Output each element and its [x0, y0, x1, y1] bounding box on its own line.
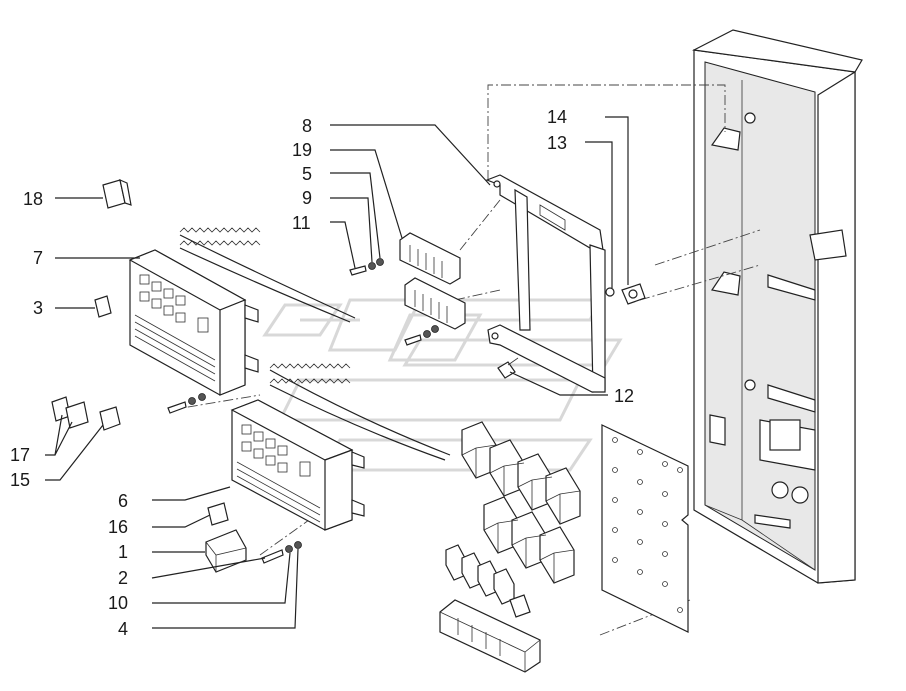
callout-2: 2 — [118, 568, 128, 588]
relay-group — [461, 421, 581, 584]
callout-1: 1 — [118, 542, 128, 562]
callout-18: 18 — [23, 189, 43, 209]
grommet-part — [605, 283, 646, 305]
callout-15: 15 — [10, 470, 30, 490]
control-box-lower — [230, 363, 451, 531]
fuse-holder-bar — [439, 599, 541, 673]
callout-16: 16 — [108, 517, 128, 537]
construction-lines — [169, 84, 761, 636]
cabinet-enclosure — [692, 29, 863, 584]
control-box-upper — [128, 227, 356, 396]
relay-17 — [51, 396, 89, 429]
component-1 — [205, 529, 247, 573]
callout-labels: 18 7 3 17 15 8 19 5 9 11 14 13 12 6 16 1… — [10, 107, 634, 639]
screw-washer-set-middle — [167, 393, 206, 414]
screw-washer-set-bottom — [261, 541, 302, 564]
callout-17: 17 — [10, 445, 30, 465]
fuse-3 — [94, 295, 112, 318]
callout-5: 5 — [302, 164, 312, 184]
callout-14: 14 — [547, 107, 567, 127]
callout-4: 4 — [118, 619, 128, 639]
callout-12: 12 — [614, 386, 634, 406]
relay-15 — [99, 406, 121, 431]
relay-mounting-plate — [601, 424, 689, 633]
fuse-block-upper — [399, 232, 461, 285]
callout-8: 8 — [302, 116, 312, 136]
fuse-block-lower — [404, 277, 466, 330]
callout-9: 9 — [302, 188, 312, 208]
callout-3: 3 — [33, 298, 43, 318]
mini-relays — [445, 544, 531, 618]
relay-16 — [207, 502, 229, 526]
leader-lines — [45, 116, 629, 629]
callout-11: 11 — [292, 213, 311, 233]
callout-19: 19 — [292, 140, 312, 160]
fuse-18 — [102, 178, 132, 209]
mounting-frame — [485, 174, 606, 393]
screw-washer-set-upper — [349, 258, 384, 276]
callout-13: 13 — [547, 133, 567, 153]
callout-10: 10 — [108, 593, 128, 613]
callout-7: 7 — [33, 248, 43, 268]
connector-part — [497, 357, 519, 379]
screw-washer-set-lower — [404, 325, 439, 346]
callout-6: 6 — [118, 491, 128, 511]
